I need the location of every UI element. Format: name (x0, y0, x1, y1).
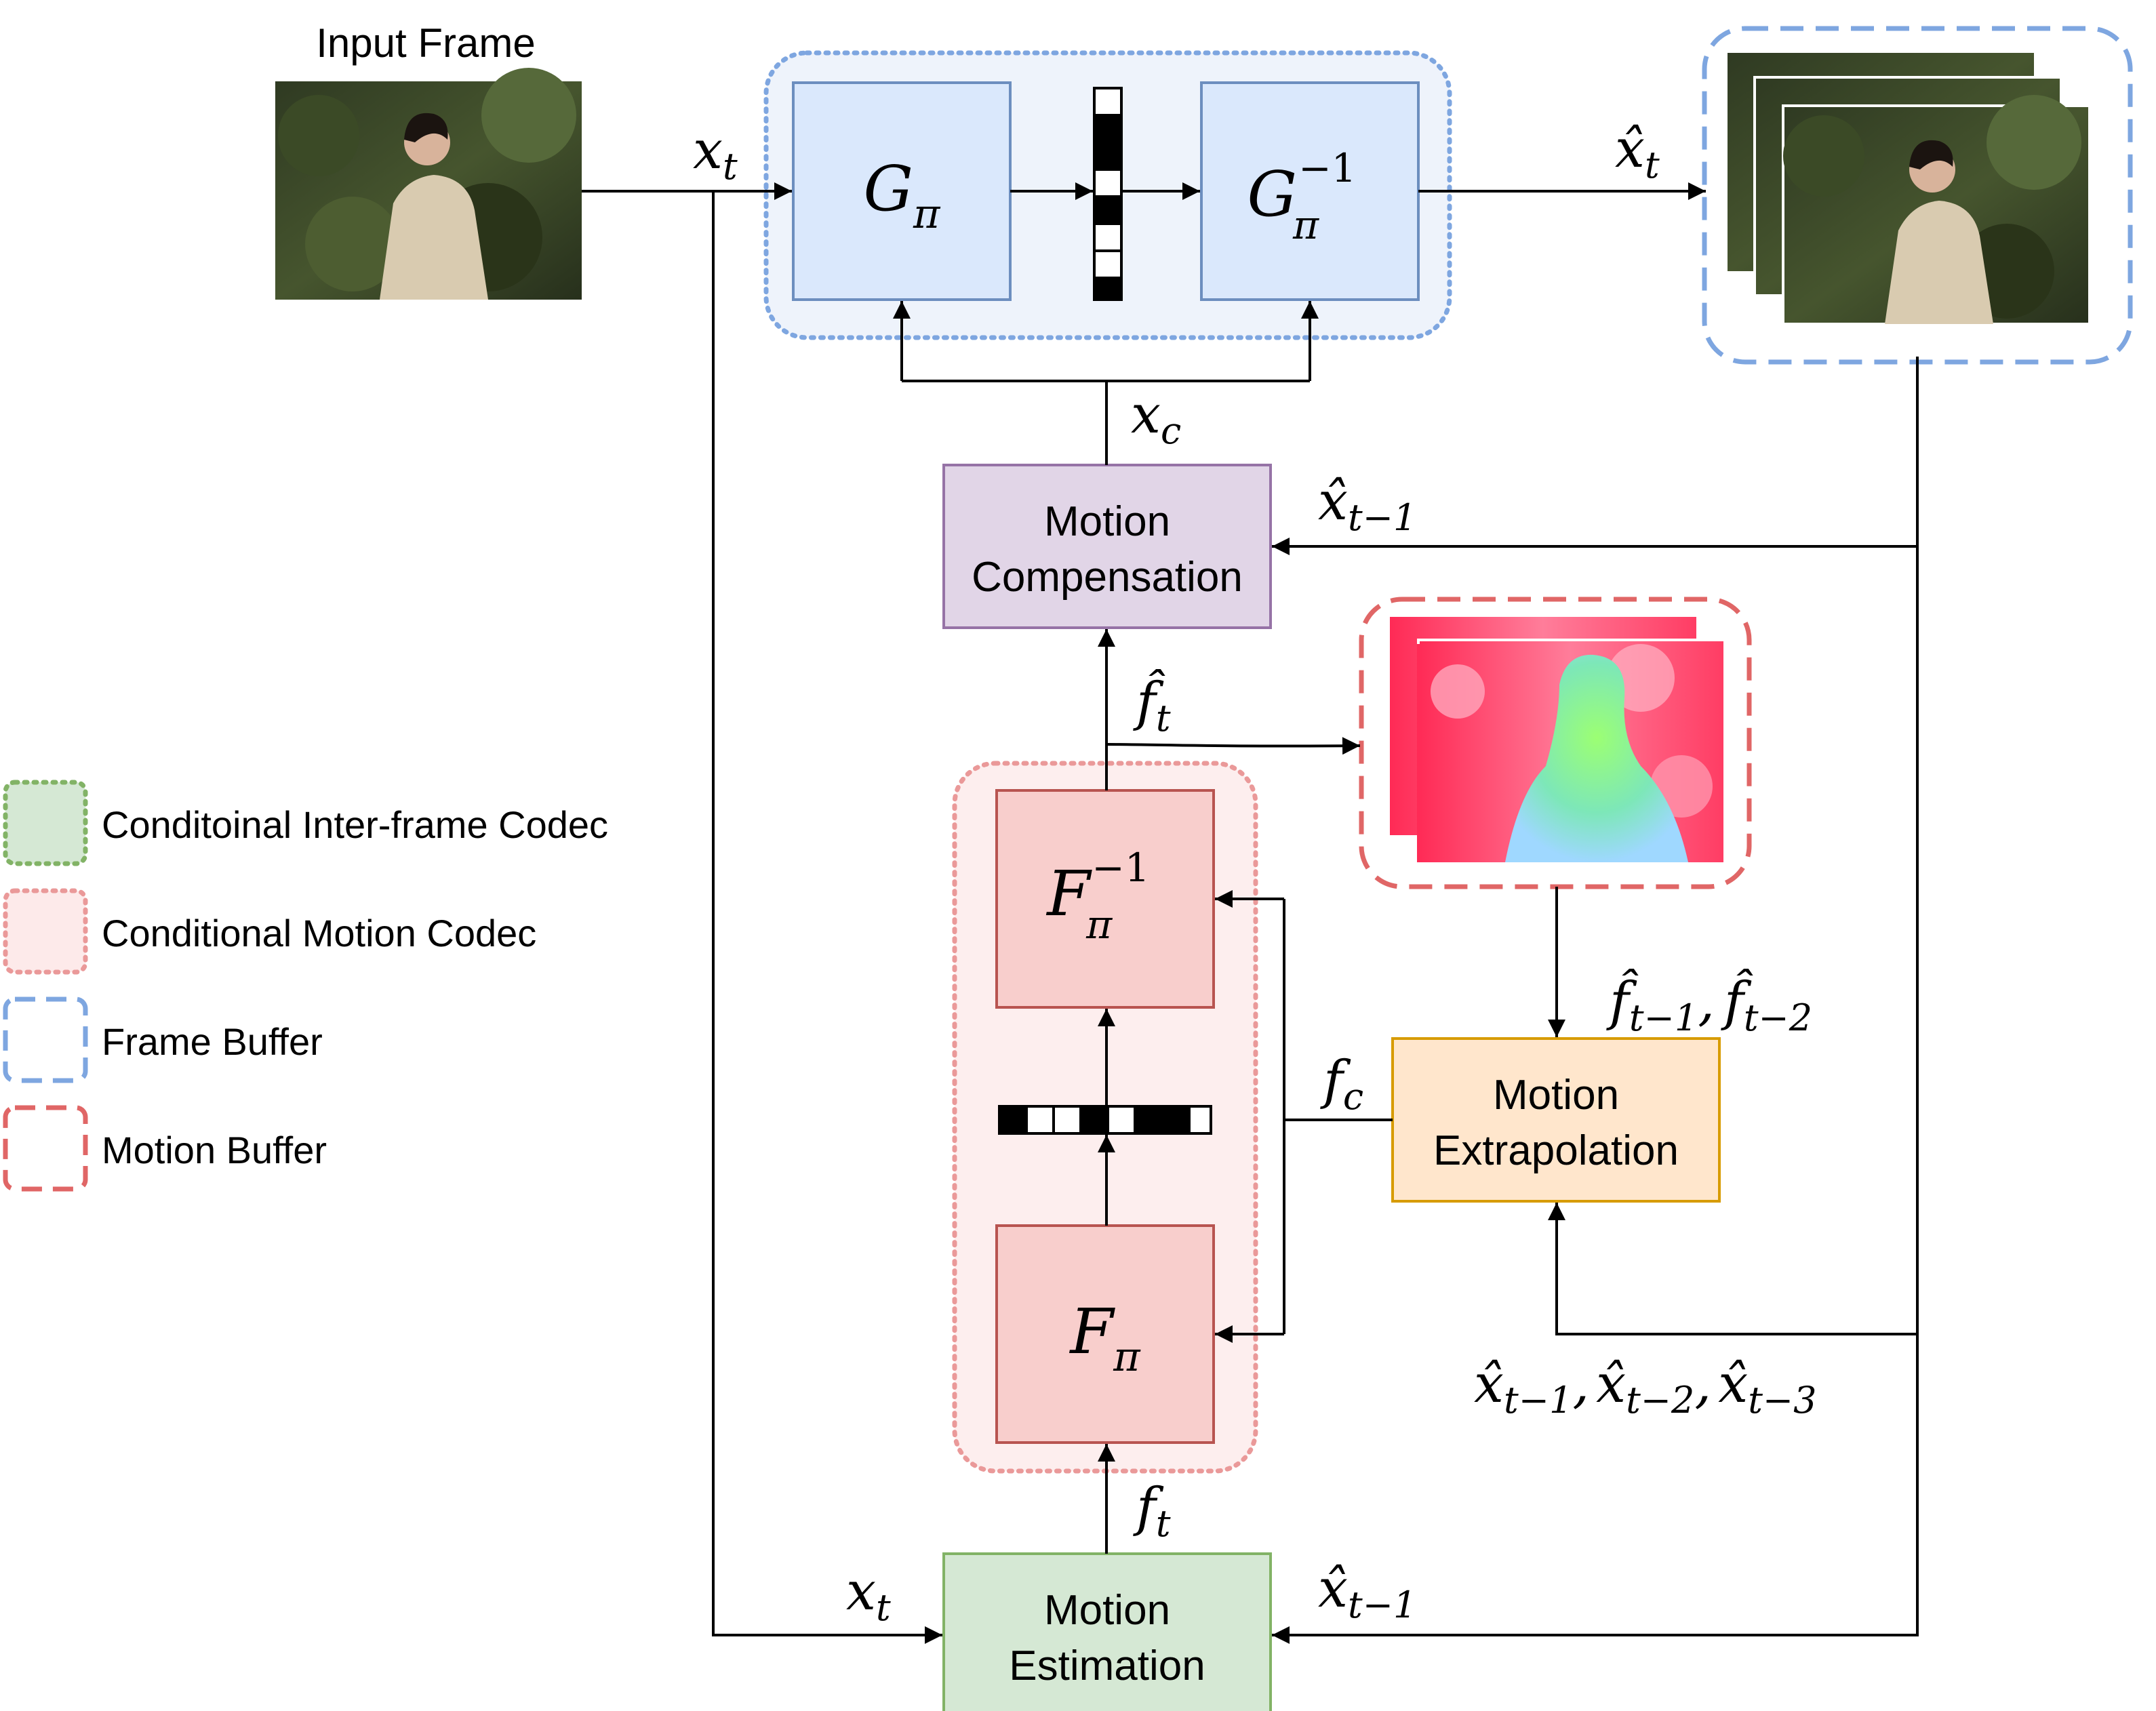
f-hat-t-label: f̂t (1133, 668, 1171, 740)
legend-label-motion-codec: Conditional Motion Codec (102, 912, 536, 954)
f-t-label: ft (1133, 1477, 1171, 1545)
motion-compensation-label-2: Compensation (972, 554, 1243, 601)
motion-extrapolation-block (1391, 1037, 1721, 1203)
frame-bitstream (1093, 87, 1123, 301)
input-frame-title: Input Frame (316, 20, 535, 66)
legend-swatch-motion-buffer (3, 1105, 88, 1192)
motion-extrapolation-label-2: Extrapolation (1433, 1127, 1679, 1174)
motion-estimation-label-2: Estimation (1009, 1643, 1205, 1689)
motion-estimation-label: Motion (1044, 1587, 1170, 1634)
x-t-top-label: xt (693, 120, 738, 188)
x-c-label: xc (1131, 384, 1181, 452)
frame-buffer-images (1728, 53, 2091, 325)
f-pi-inv-label: Fπ−1 (1045, 845, 1149, 948)
g-pi-label: Gπ (864, 153, 942, 238)
legend-swatch-inter-frame-codec (3, 780, 88, 866)
x-hat-t1-mc-label: x̂t−1 (1318, 471, 1416, 539)
x-hat-history-label: x̂t−1,x̂t−2,x̂t−3 (1474, 1354, 1817, 1422)
f-hat-history-label: f̂t−1,f̂t−2 (1606, 968, 1812, 1039)
legend-label-inter-frame-codec: Conditoinal Inter-frame Codec (102, 803, 608, 846)
motion-buffer-images (1390, 617, 1726, 862)
f-pi-inv-block (995, 789, 1215, 1009)
g-pi-inv-label: Gπ−1 (1247, 145, 1356, 248)
x-hat-t1-me-label: x̂t−1 (1318, 1558, 1416, 1626)
motion-compensation-block (942, 464, 1272, 629)
g-pi-block (792, 81, 1012, 301)
motion-compensation-label: Motion (1044, 498, 1170, 545)
f-pi-label: Fπ (1069, 1295, 1141, 1381)
legend-label-motion-buffer: Motion Buffer (102, 1129, 327, 1171)
legend: Conditoinal Inter-frame Codec Conditiona… (3, 780, 608, 1192)
f-pi-block (995, 1224, 1215, 1444)
legend-swatch-frame-buffer (3, 997, 88, 1083)
f-c-label: fc (1320, 1050, 1363, 1118)
g-pi-inv-block (1200, 81, 1420, 301)
input-frame-image (275, 68, 582, 300)
motion-estimation-block (942, 1552, 1272, 1711)
legend-label-frame-buffer: Frame Buffer (102, 1020, 323, 1063)
motion-bitstream (998, 1105, 1212, 1135)
motion-extrapolation-label: Motion (1493, 1072, 1619, 1119)
x-t-bottom-label: xt (846, 1561, 891, 1629)
x-hat-t-label: x̂t (1615, 119, 1660, 186)
connectors (582, 182, 1919, 1644)
legend-swatch-motion-codec (3, 888, 88, 975)
